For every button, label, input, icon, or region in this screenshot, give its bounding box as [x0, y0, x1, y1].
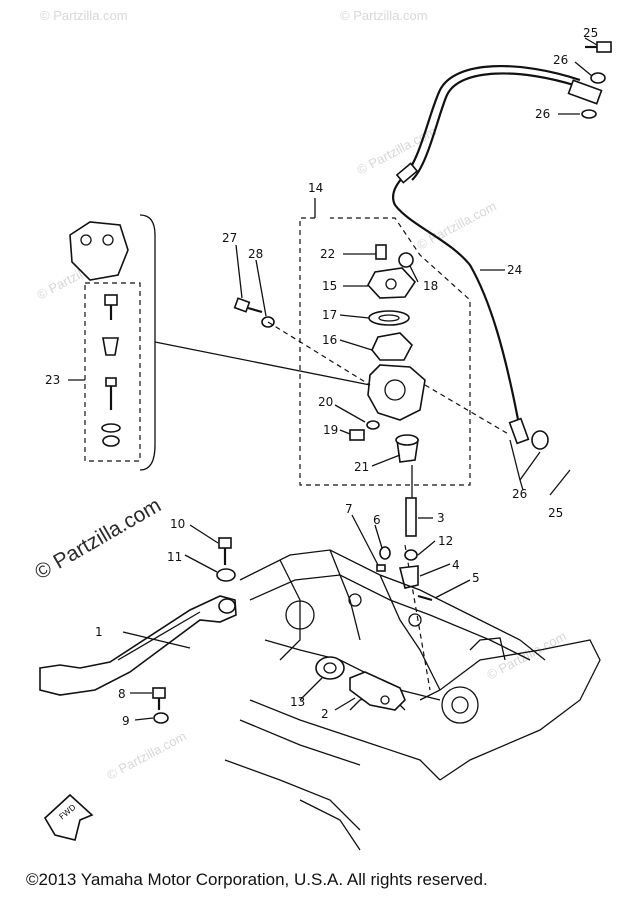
callout-17: 17 [322, 308, 337, 322]
callout-25: 25 [548, 506, 563, 520]
shift-pedal [39, 595, 237, 696]
callout-25: 25 [583, 26, 598, 40]
leader-lines [154, 321, 511, 691]
callout-23: 23 [45, 373, 60, 387]
callout-12: 12 [438, 534, 453, 548]
callout-13: 13 [290, 695, 305, 709]
callout-27: 27 [222, 231, 237, 245]
watermark-text: © Partzilla.com [414, 198, 498, 252]
callout-3: 3 [437, 511, 445, 525]
callout-22: 22 [320, 247, 335, 261]
callout-numbers: 1 2 3 4 5 6 7 8 9 10 11 12 13 14 15 16 1… [45, 26, 598, 728]
watermark-text: © Partzilla.com [104, 728, 188, 782]
callout-7: 7 [345, 502, 353, 516]
callout-14: 14 [308, 181, 323, 195]
callout-8: 8 [118, 687, 126, 701]
callout-21: 21 [354, 460, 369, 474]
callout-26: 26 [535, 107, 550, 121]
watermark-text: © Partzilla.com [484, 628, 568, 682]
callout-16: 16 [322, 333, 337, 347]
shift-shaft-parts [376, 497, 433, 602]
cap-assembly-23 [69, 221, 129, 447]
fwd-arrow: FWD [43, 793, 94, 841]
assembly-box-14 [299, 198, 471, 486]
callout-2: 2 [321, 707, 329, 721]
callout-leaders [68, 37, 598, 721]
callout-1: 1 [95, 625, 103, 639]
callout-26: 26 [553, 53, 568, 67]
copyright-notice: ©2013 Yamaha Motor Corporation, U.S.A. A… [26, 870, 488, 889]
watermark-text: © Partzilla.com [340, 8, 428, 23]
callout-20: 20 [318, 395, 333, 409]
callout-19: 19 [323, 423, 338, 437]
callout-4: 4 [452, 558, 460, 572]
assembly-box-23 [84, 214, 156, 471]
callout-24: 24 [507, 263, 522, 277]
watermark-text-large: © Partzilla.com [31, 494, 165, 585]
callout-10: 10 [170, 517, 185, 531]
bolt-8-washer-9 [152, 687, 169, 724]
speedometer-cable [391, 64, 581, 450]
shift-shaft-13-2 [315, 656, 406, 711]
top-fasteners [567, 41, 612, 119]
callout-26: 26 [512, 487, 527, 501]
bolt-10-washer-11 [216, 537, 236, 582]
meter-gear-unit [349, 244, 426, 463]
frame [224, 549, 601, 851]
callout-18: 18 [423, 279, 438, 293]
callout-28: 28 [248, 247, 263, 261]
callout-6: 6 [373, 513, 381, 527]
callout-9: 9 [122, 714, 130, 728]
watermark-text: © Partzilla.com [40, 8, 128, 23]
callout-15: 15 [322, 279, 337, 293]
callout-5: 5 [472, 571, 480, 585]
callout-11: 11 [167, 550, 182, 564]
